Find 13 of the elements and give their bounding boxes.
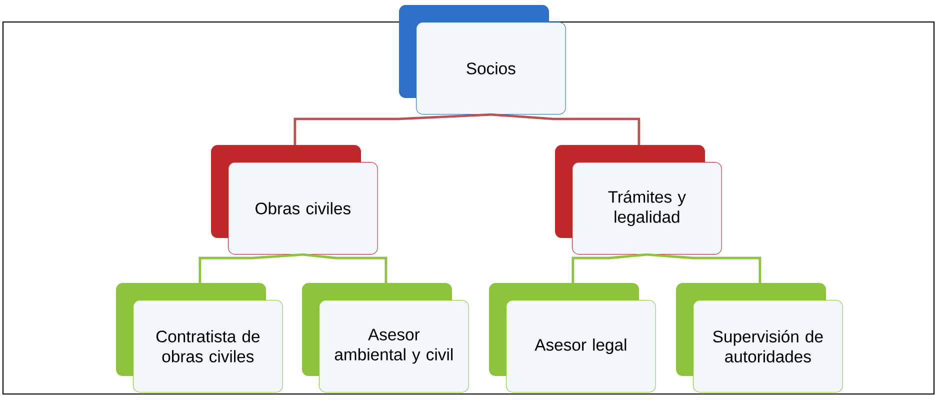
org-box: Contratista de obras civiles xyxy=(116,283,283,393)
connector xyxy=(198,253,304,283)
org-box: Obras civiles xyxy=(211,145,378,255)
org-box: Supervisión de autoridades xyxy=(676,283,843,393)
connector xyxy=(294,113,491,145)
org-box: Socios xyxy=(399,5,566,115)
org-box: Trámites y legalidad xyxy=(555,145,722,255)
org-box: Asesor ambiental y civil xyxy=(302,283,469,393)
connector xyxy=(572,253,648,283)
connector xyxy=(302,253,388,283)
connector xyxy=(490,113,640,145)
connector xyxy=(646,253,762,283)
org-box: Asesor legal xyxy=(489,283,656,393)
